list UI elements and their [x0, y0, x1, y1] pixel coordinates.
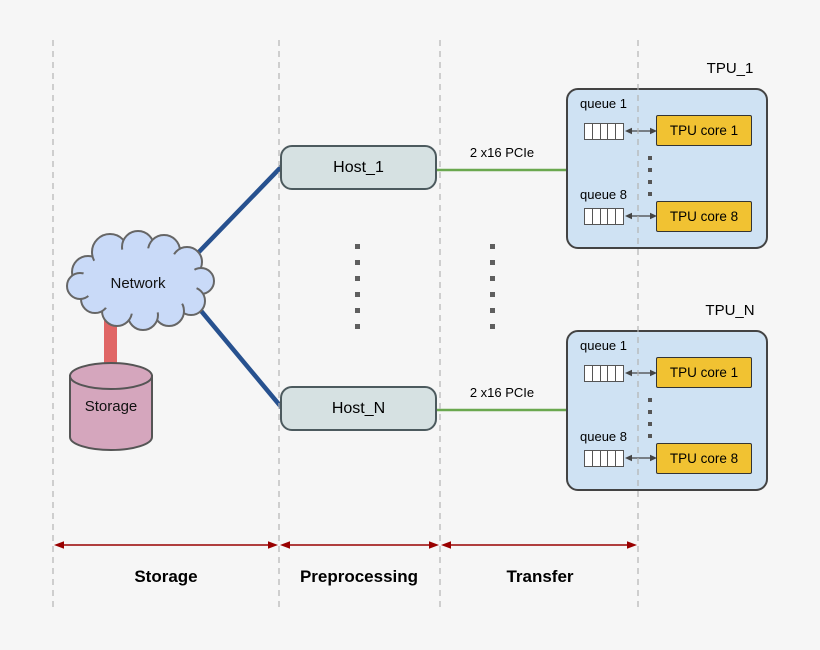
- queue-core-arrow-icon: [625, 127, 657, 135]
- queue-cell: [608, 124, 617, 139]
- stage-arrow-storage: [54, 541, 278, 549]
- queue-label: queue 8: [580, 187, 627, 202]
- dot: [648, 180, 652, 184]
- queue-label: queue 1: [580, 338, 627, 353]
- tpu-core-label: TPU core 1: [669, 123, 739, 138]
- host-box-2: Host_N: [280, 386, 437, 431]
- queue-cell: [593, 451, 601, 466]
- queue-cell: [585, 124, 593, 139]
- queue-core-arrow-icon: [625, 369, 657, 377]
- hosts-ellipsis-dots: [355, 244, 360, 329]
- tpu-title-1: TPU_1: [706, 60, 754, 77]
- tpu-core-box: TPU core 1: [656, 357, 752, 388]
- queue-cell: [608, 209, 617, 224]
- dot: [648, 434, 652, 438]
- queue-cell: [616, 124, 623, 139]
- queue-label: queue 8: [580, 429, 627, 444]
- queue-cell: [585, 366, 593, 381]
- dot: [648, 192, 652, 196]
- queue-icon: [584, 123, 624, 140]
- host-label-1: Host_1: [333, 158, 384, 176]
- dot: [648, 422, 652, 426]
- stage-arrow-preprocessing: [280, 541, 439, 549]
- queue-cell: [593, 366, 601, 381]
- queue-cell: [585, 209, 593, 224]
- tpu-core-label: TPU core 1: [669, 365, 739, 380]
- cores-ellipsis-dots: [648, 398, 652, 438]
- tpu-core-label: TPU core 8: [669, 209, 739, 224]
- tpu-title-2: TPU_N: [705, 302, 755, 319]
- queue-core-arrow-icon: [625, 212, 657, 220]
- tpu-core-box: TPU core 1: [656, 115, 752, 146]
- pcie-label-1: 2 x16 PCIe: [469, 145, 535, 160]
- queue-cell: [601, 209, 609, 224]
- queue-cell: [601, 124, 609, 139]
- queue-cell: [608, 366, 617, 381]
- tpu-box-1: queue 1 TPU core 1 queue 8 TPU core 8: [566, 88, 768, 249]
- dot: [648, 156, 652, 160]
- queue-cell: [593, 209, 601, 224]
- tpu-core-box: TPU core 8: [656, 443, 752, 474]
- host-box-1: Host_1: [280, 145, 437, 190]
- pcie-label-2: 2 x16 PCIe: [469, 385, 535, 400]
- queue-cell: [608, 451, 617, 466]
- queue-cell: [616, 451, 623, 466]
- queue-cell: [601, 451, 609, 466]
- dot: [648, 398, 652, 402]
- tpu-core-box: TPU core 8: [656, 201, 752, 232]
- queue-icon: [584, 208, 624, 225]
- queue-label: queue 1: [580, 96, 627, 111]
- network-label: Network: [110, 275, 166, 292]
- stage-arrow-transfer: [441, 541, 637, 549]
- queue-icon: [584, 365, 624, 382]
- dot: [648, 168, 652, 172]
- links-ellipsis-dots: [490, 244, 495, 329]
- cores-ellipsis-dots: [648, 156, 652, 196]
- network-host-link-1: [193, 163, 285, 258]
- dot: [648, 410, 652, 414]
- storage-cylinder-rim: [69, 362, 153, 390]
- tpu-core-label: TPU core 8: [669, 451, 739, 466]
- network-host-link-2: [189, 297, 285, 411]
- stage-label-preprocessing: Preprocessing: [299, 567, 419, 586]
- storage-cylinder-label: Storage: [84, 398, 138, 415]
- queue-cell: [601, 366, 609, 381]
- queue-cell: [616, 366, 623, 381]
- queue-cell: [585, 451, 593, 466]
- storage-network-link: [104, 320, 117, 375]
- stage-label-storage: Storage: [134, 567, 198, 586]
- tpu-box-2: queue 1 TPU core 1 queue 8 TPU core 8: [566, 330, 768, 491]
- stage-label-transfer: Transfer: [506, 567, 574, 586]
- queue-cell: [616, 209, 623, 224]
- host-label-2: Host_N: [331, 399, 386, 417]
- queue-cell: [593, 124, 601, 139]
- queue-icon: [584, 450, 624, 467]
- queue-core-arrow-icon: [625, 454, 657, 462]
